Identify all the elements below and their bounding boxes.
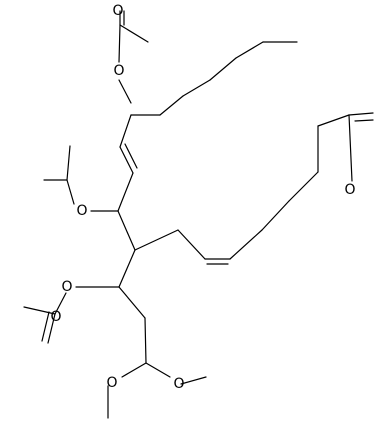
bond (235, 41, 264, 59)
atom-label-oxygen: O (344, 182, 355, 198)
bond (119, 146, 134, 174)
bond (124, 143, 138, 169)
atom-label-oxygen: O (50, 309, 61, 325)
bond (23, 306, 56, 315)
bond (118, 249, 136, 288)
bond (54, 292, 67, 315)
bond (348, 112, 374, 116)
bond (229, 229, 263, 260)
bond (261, 200, 290, 231)
bond (119, 114, 132, 148)
bond (47, 313, 56, 344)
atom-label-oxygen: O (112, 3, 123, 19)
bond (354, 119, 374, 122)
bond (119, 24, 149, 43)
atom-label-oxygen: O (76, 203, 87, 219)
bond (118, 286, 146, 319)
atom-label-oxygen: O (106, 375, 117, 391)
bond (180, 376, 207, 385)
bond (317, 114, 350, 127)
atom-label-oxygen: O (61, 279, 72, 295)
bond (145, 362, 171, 378)
bond (118, 24, 121, 63)
bond (66, 179, 75, 205)
atom-labels: O O O O O O O O (50, 3, 355, 392)
bond (66, 145, 71, 181)
bond (134, 229, 179, 251)
atom-label-oxygen: O (173, 376, 184, 392)
bond (182, 79, 211, 97)
bond (288, 171, 319, 202)
atom-label-oxygen: O (113, 63, 124, 79)
bond (117, 172, 134, 212)
bond (118, 79, 132, 104)
bond (144, 317, 147, 364)
bond (177, 229, 206, 260)
bond (159, 95, 184, 116)
bond (117, 210, 136, 251)
bond (348, 114, 353, 182)
bond-skeleton (23, 10, 374, 419)
bond (209, 57, 237, 81)
bond (41, 311, 50, 342)
bond (121, 362, 147, 378)
